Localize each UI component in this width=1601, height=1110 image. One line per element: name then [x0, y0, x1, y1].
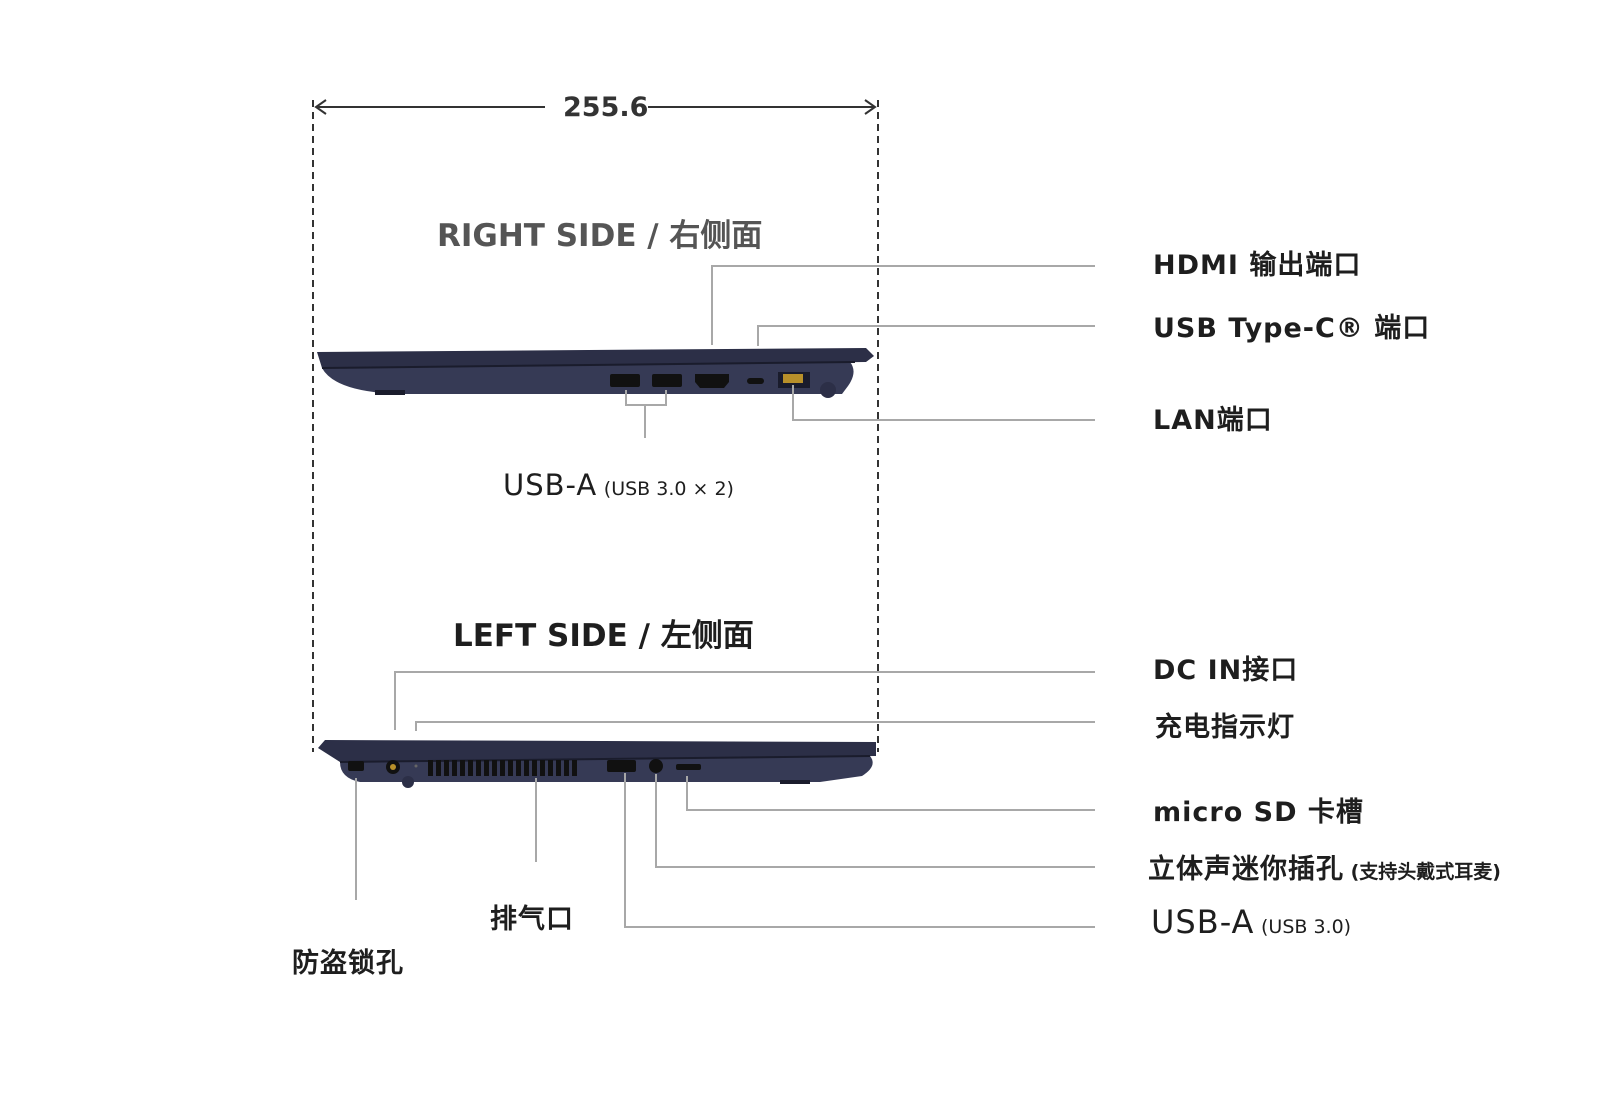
vent-slot — [508, 760, 513, 776]
label-vent: 排气口 — [490, 904, 574, 935]
vent-slot — [460, 760, 465, 776]
label-lan: LAN端口 — [1153, 405, 1273, 436]
laptop-right-side — [317, 348, 874, 398]
label-micro-sd: micro SD 卡槽 — [1153, 797, 1364, 828]
vent-slot — [500, 760, 505, 776]
vent-slot — [476, 760, 481, 776]
usb-a-text: USB-A — [1151, 903, 1255, 941]
vent-slot — [540, 760, 545, 776]
vent-slot — [516, 760, 521, 776]
usb-a-note: (USB 3.0 × 2) — [603, 478, 734, 500]
vent-slot — [572, 760, 577, 776]
right-side-title: RIGHT SIDE / 右侧面 — [437, 218, 763, 254]
usb-a-text: USB-A — [503, 468, 598, 502]
leader-lines — [355, 265, 1095, 928]
dimension-value: 255.6 — [563, 92, 649, 123]
vent-slot — [532, 760, 537, 776]
vent-slot — [436, 760, 441, 776]
vent-slot — [484, 760, 489, 776]
audio-note: (支持头戴式耳麦) — [1350, 861, 1501, 883]
vent-slot — [556, 760, 561, 776]
label-lock: 防盗锁孔 — [292, 948, 404, 979]
label-usb-a-right: USB-A (USB 3.0 × 2) — [503, 468, 734, 502]
vent-slot — [524, 760, 529, 776]
vent-slot — [444, 760, 449, 776]
audio-text: 立体声迷你插孔 — [1148, 854, 1344, 885]
label-dc-in: DC IN接口 — [1153, 655, 1299, 686]
vent-slot — [428, 760, 433, 776]
label-usb-a-left: USB-A (USB 3.0) — [1151, 903, 1351, 941]
label-hdmi: HDMI 输出端口 — [1153, 250, 1362, 281]
vent-slot — [564, 760, 569, 776]
vent-slot — [492, 760, 497, 776]
left-side-title: LEFT SIDE / 左侧面 — [453, 618, 754, 654]
label-usb-c: USB Type-C® 端口 — [1153, 313, 1431, 344]
vent-slot — [468, 760, 473, 776]
laptop-left-side — [318, 740, 876, 788]
dimension-lines — [312, 99, 879, 752]
vent-slot — [548, 760, 553, 776]
vent-slot — [452, 760, 457, 776]
label-audio: 立体声迷你插孔 (支持头戴式耳麦) — [1148, 847, 1501, 886]
usb-a-note: (USB 3.0) — [1261, 916, 1352, 938]
label-charge-led: 充电指示灯 — [1155, 712, 1295, 743]
